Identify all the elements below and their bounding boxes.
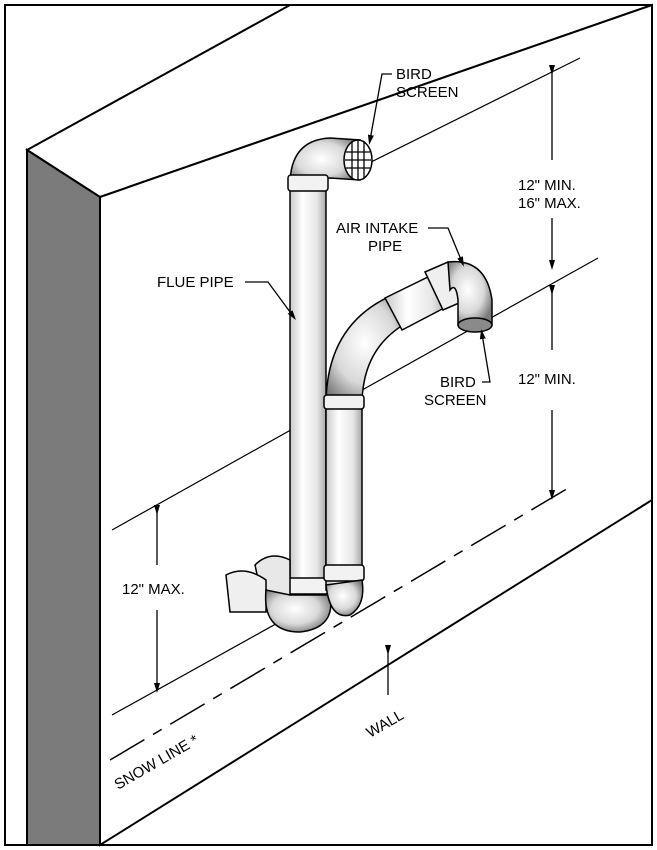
dimension-upper-label-line1: 12" MIN. bbox=[518, 177, 576, 194]
air-intake-label-line1: AIR INTAKE bbox=[336, 220, 418, 237]
wall-block bbox=[25, 3, 653, 847]
bird-screen-bottom-label-line1: BIRD bbox=[440, 374, 476, 391]
flue-pipe-label: FLUE PIPE bbox=[157, 274, 234, 291]
flue-pipe bbox=[287, 137, 373, 595]
dimension-lines bbox=[154, 65, 555, 695]
bird-screen-top-label-line1: BIRD bbox=[396, 66, 432, 83]
dimension-lower-label: 12" MAX. bbox=[122, 581, 185, 598]
air-intake-label-line2: PIPE bbox=[368, 238, 402, 255]
wall-front-face bbox=[99, 3, 653, 847]
dimension-upper-label-line2: 16" MAX. bbox=[518, 195, 581, 212]
bottom-elbows bbox=[225, 555, 364, 633]
top-guide-line bbox=[364, 57, 581, 166]
snow-line bbox=[109, 486, 571, 761]
wall-side-face bbox=[26, 148, 101, 846]
bird-screen-top-label-line2: SCREEN bbox=[396, 84, 459, 101]
leader-lines bbox=[245, 73, 491, 383]
dimension-middle-label: 12" MIN. bbox=[518, 371, 576, 388]
bird-screen-bottom bbox=[457, 317, 493, 333]
air-intake-pipe bbox=[323, 260, 493, 591]
bird-screen-bottom-label-line2: SCREEN bbox=[424, 392, 487, 409]
